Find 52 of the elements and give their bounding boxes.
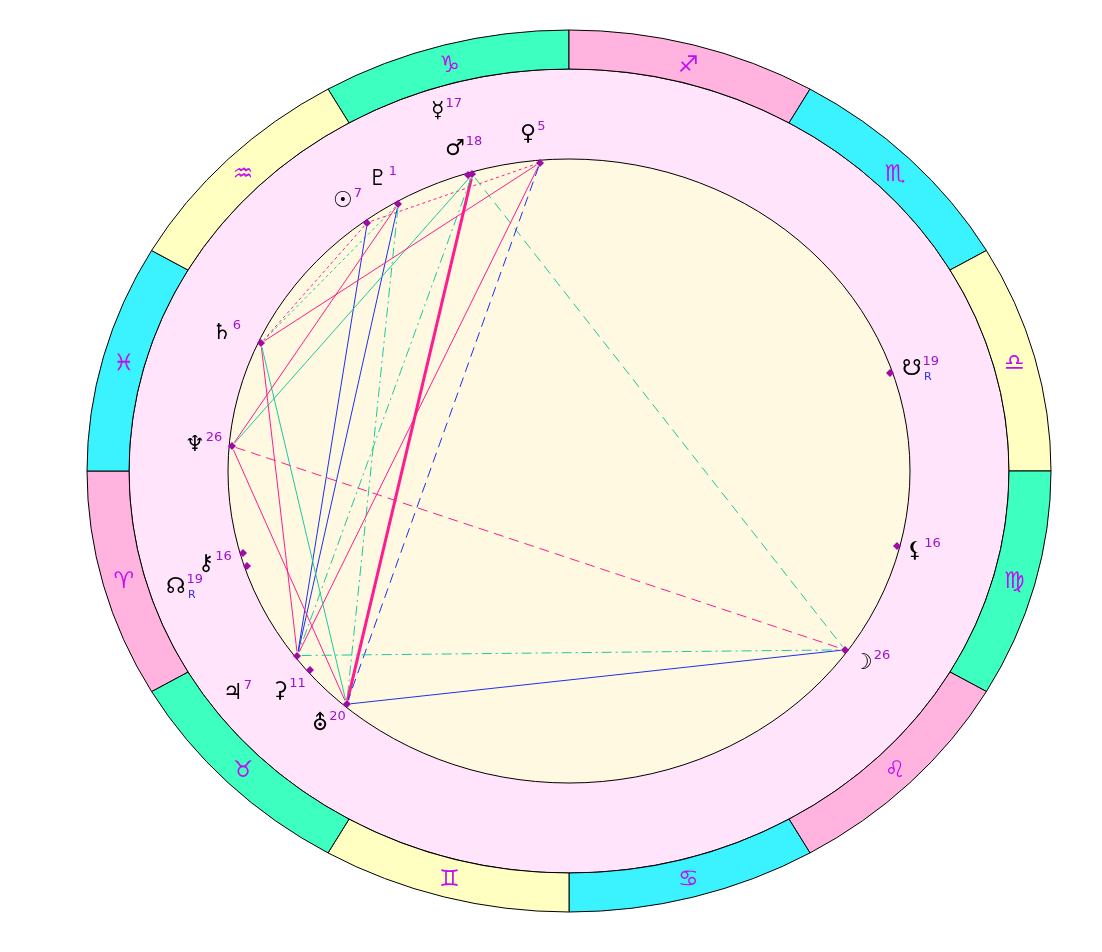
- aspect-line: [263, 206, 396, 341]
- zodiac-symbol: ♋: [678, 865, 699, 892]
- zodiac-symbol: ♊: [439, 865, 460, 892]
- zodiac-segment: [950, 471, 1051, 692]
- zodiac-symbol: ♓: [113, 348, 134, 375]
- aspect-line: [298, 165, 539, 653]
- planet-label: ♀$^{5}$: [520, 117, 546, 147]
- planet-label: ♆$^{26}$: [185, 428, 223, 458]
- aspect-line: [263, 225, 366, 341]
- zodiac-symbol: ♉: [232, 756, 254, 783]
- zodiac-segment: [789, 672, 987, 853]
- aspect-line: [261, 346, 347, 701]
- zodiac-segment: [568, 819, 810, 912]
- zodiac-symbol: ♒: [232, 159, 254, 186]
- aspect-line: [233, 206, 397, 444]
- planet-label: ♇$^{1}$: [368, 162, 397, 192]
- zodiac-segment: [87, 470, 188, 692]
- aspect-line: [347, 166, 540, 701]
- zodiac-segment: [569, 30, 810, 123]
- zodiac-segment: [950, 250, 1051, 471]
- planet-label: ♂$^{18}$: [445, 132, 483, 162]
- planet-label: ♄$^{6}$: [212, 316, 241, 346]
- aspect-line: [297, 207, 398, 652]
- zodiac-segment: [327, 819, 569, 912]
- zodiac-symbol: ♈: [113, 567, 134, 594]
- aspect-line: [260, 346, 298, 652]
- aspect-line: [298, 177, 472, 653]
- planet-label: ⚳$^{11}$: [272, 674, 306, 704]
- planet-label: ⚸$^{16}$: [907, 534, 941, 564]
- planet-label: ☽$^{26}$: [853, 646, 891, 676]
- aspect-line: [234, 177, 471, 444]
- zodiac-symbol: ♑: [439, 50, 460, 77]
- aspect-line: [474, 177, 843, 648]
- aspect-line: [233, 449, 346, 701]
- aspect-line: [350, 649, 842, 705]
- zodiac-segment: [328, 30, 569, 123]
- planet-label: ⚷$^{16}$: [198, 547, 232, 575]
- zodiac-segment: [87, 250, 188, 471]
- planet-label: ♃$^{7}$: [223, 676, 252, 706]
- zodiac-symbol: ♐: [678, 50, 699, 77]
- zodiac-segment: [151, 672, 349, 853]
- planet-label: ⛢$^{20}$: [312, 707, 346, 737]
- aspect-line: [346, 178, 473, 701]
- zodiac-segment: [789, 89, 987, 270]
- zodiac-segment: [151, 89, 350, 270]
- zodiac-symbol: ♍: [1003, 567, 1025, 594]
- planet-label: ☿$^{17}$: [431, 94, 463, 124]
- zodiac-symbol: ♌: [884, 756, 906, 783]
- zodiac-symbol: ♎: [1003, 348, 1025, 375]
- zodiac-symbol: ♏: [884, 159, 906, 186]
- planet-label: ☉$^{7}$: [333, 184, 362, 214]
- aspect-line: [263, 164, 538, 342]
